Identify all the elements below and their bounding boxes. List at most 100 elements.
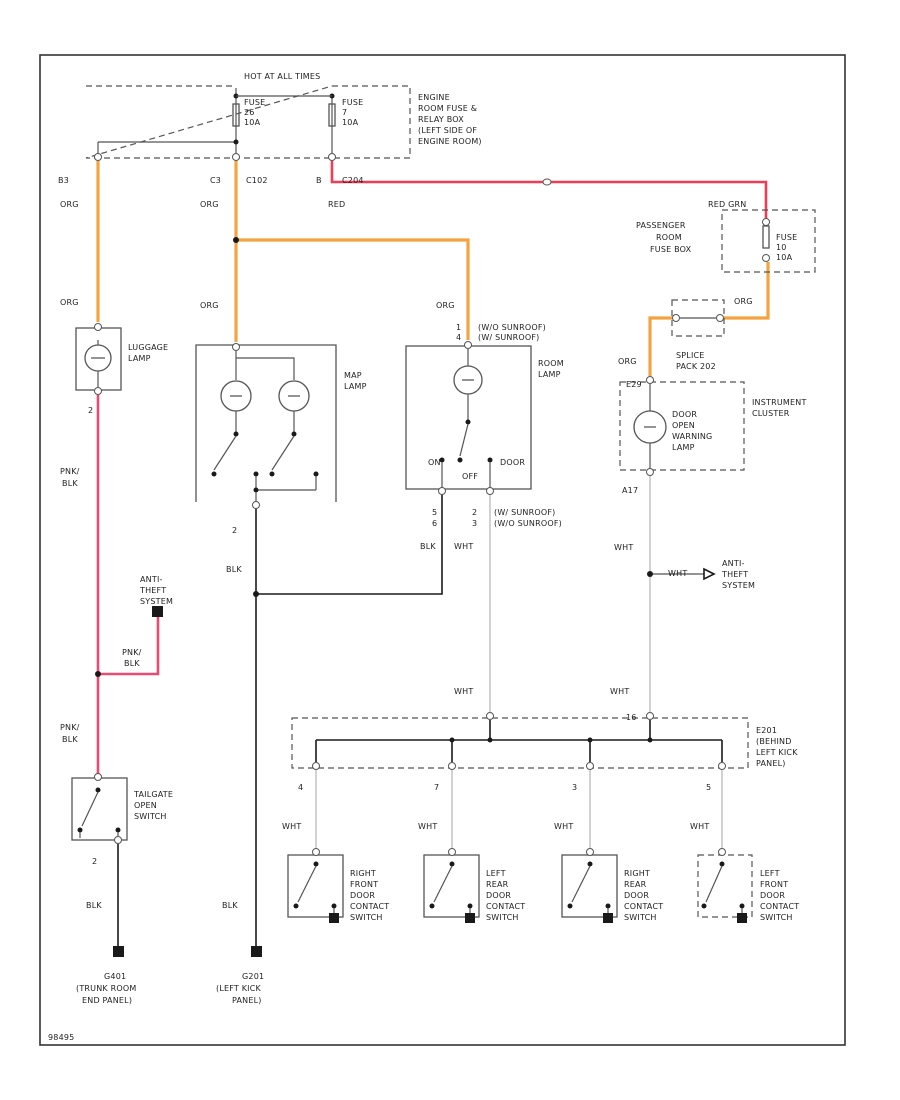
room-bot-note-1: (W/ SUNROOF) <box>494 508 555 517</box>
luggage-lamp-label-1: LUGGAGE <box>128 343 168 352</box>
rf-label-4: CONTACT <box>350 902 389 911</box>
lr-label-5: SWITCH <box>486 913 519 922</box>
ground-g201 <box>251 946 262 957</box>
g201-label-2: (LEFT KICK <box>216 984 262 993</box>
right-front-door-switch <box>287 848 344 923</box>
wire-wht-anti-label: WHT <box>668 569 687 578</box>
lr-label-1: LEFT <box>486 869 506 878</box>
pin-a17-label: A17 <box>622 486 638 495</box>
room-lamp <box>405 341 532 495</box>
footer-id: 98495 <box>48 1033 74 1042</box>
switch-door-label: DOOR <box>500 458 525 467</box>
lf-label-1: LEFT <box>760 869 780 878</box>
blk-wire-room <box>256 495 443 595</box>
passenger-box-label-3: FUSE BOX <box>650 245 692 254</box>
hot-at-all-times-label: HOT AT ALL TIMES <box>244 72 320 81</box>
g201-label-3: PANEL) <box>232 996 262 1005</box>
red-wire <box>330 161 768 222</box>
room-pin-2: 4 <box>456 333 461 342</box>
tailgate-open-switch <box>71 773 128 844</box>
wire-wht-room-label: WHT <box>454 542 473 551</box>
pin-c204-label: C204 <box>342 176 364 185</box>
lf-label-3: DOOR <box>760 891 785 900</box>
anti-theft-2-label-a: ANTI- <box>722 559 745 568</box>
org-wire-room-branch <box>236 238 470 340</box>
wire-org-label-1: ORG <box>60 200 79 209</box>
room-pin-note-1: (W/O SUNROOF) <box>478 323 546 332</box>
rr-label-1: RIGHT <box>624 869 650 878</box>
switch-on-label: ON <box>428 458 441 467</box>
wire-org-label-4: ORG <box>618 357 637 366</box>
pin-e29-label: E29 <box>626 380 642 389</box>
room-lamp-label-1: ROOM <box>538 359 564 368</box>
wire-blk-tg-label: BLK <box>86 901 102 910</box>
engine-box-label-3: RELAY BOX <box>418 115 464 124</box>
luggage-lamp-label-2: LAMP <box>128 354 151 363</box>
pin-e-7: 7 <box>434 783 439 792</box>
wire-pnk-blk-label-1b: BLK <box>62 479 78 488</box>
wire-wht-ic-label: WHT <box>614 543 633 552</box>
warning-lamp-label-4: LAMP <box>672 443 695 452</box>
pin-c102-label: C102 <box>246 176 268 185</box>
room-pin-1: 1 <box>456 323 461 332</box>
wire-pnk-blk-label-1a: PNK/ <box>60 467 80 476</box>
wire-wht-sw1-label: WHT <box>282 822 301 831</box>
fuse-7-name: FUSE <box>342 98 363 107</box>
wire-org-label-5: ORG <box>60 298 79 307</box>
wire-org-label-2: ORG <box>200 200 219 209</box>
fuse-7-rating: 10A <box>342 118 359 127</box>
wire-red-label: RED <box>328 200 345 209</box>
lr-label-2: REAR <box>486 880 509 889</box>
rf-label-3: DOOR <box>350 891 375 900</box>
room-bot-pin-a1: 5 <box>432 508 437 517</box>
wire-wht-sw3-label: WHT <box>554 822 573 831</box>
engine-box-label-2: ROOM FUSE & <box>418 104 477 113</box>
switch-off-label: OFF <box>462 472 478 481</box>
splice-label-1: SPLICE <box>676 351 705 360</box>
rr-label-5: SWITCH <box>624 913 657 922</box>
instrument-cluster <box>619 376 745 476</box>
engine-box-label-1: ENGINE <box>418 93 450 102</box>
passenger-room-fuse-box <box>721 209 816 273</box>
lf-label-5: SWITCH <box>760 913 793 922</box>
fuse-7-number: 7 <box>342 108 347 117</box>
anti-theft-1-label-a: ANTI- <box>140 575 163 584</box>
rr-label-3: DOOR <box>624 891 649 900</box>
passenger-fuse-rating: 10A <box>776 253 793 262</box>
rf-label-1: RIGHT <box>350 869 376 878</box>
room-lamp-label-2: LAMP <box>538 370 561 379</box>
tailgate-label-2: OPEN <box>134 801 157 810</box>
wire-wht-sw2-label: WHT <box>418 822 437 831</box>
ground-g401 <box>113 946 124 957</box>
pin-tailgate-2: 2 <box>92 857 97 866</box>
rr-label-4: CONTACT <box>624 902 663 911</box>
splice-label-2: PACK 202 <box>676 362 716 371</box>
instrument-cluster-label-2: CLUSTER <box>752 409 790 418</box>
wire-wht-sw4-label: WHT <box>690 822 709 831</box>
room-bot-pin-a2: 6 <box>432 519 437 528</box>
wire-pnk-blk-label-2a: PNK/ <box>122 648 142 657</box>
wire-blk-g2-label: BLK <box>222 901 238 910</box>
diagram-border <box>39 54 846 1046</box>
e201-label-2: (BEHIND <box>756 737 792 746</box>
wire-org-label-7: ORG <box>436 301 455 310</box>
passenger-box-label-2: ROOM <box>656 233 682 242</box>
anti-theft-2-label-b: THEFT <box>721 570 748 579</box>
g401-label-1: G401 <box>104 972 126 981</box>
map-lamp-label-2: LAMP <box>344 382 367 391</box>
fuse-26-number: 26 <box>244 108 255 117</box>
anti-theft-1-label-c: SYSTEM <box>140 597 173 606</box>
lf-label-4: CONTACT <box>760 902 799 911</box>
wire-pnk-blk-label-2b: BLK <box>124 659 140 668</box>
anti-theft-1-label-b: THEFT <box>139 586 166 595</box>
wire-pnk-blk-label-3a: PNK/ <box>60 723 80 732</box>
engine-box-label-4: (LEFT SIDE OF <box>418 126 477 135</box>
wire-org-label-3: ORG <box>734 297 753 306</box>
pin-16-label: 16 <box>626 713 637 722</box>
pin-luggage-2: 2 <box>88 406 93 415</box>
room-pin-note-2: (W/ SUNROOF) <box>478 333 539 342</box>
engine-room-fuse-box <box>85 85 411 161</box>
tailgate-label-1: TAILGATE <box>133 790 173 799</box>
org-wire-splice <box>724 262 770 320</box>
lr-label-4: CONTACT <box>486 902 525 911</box>
